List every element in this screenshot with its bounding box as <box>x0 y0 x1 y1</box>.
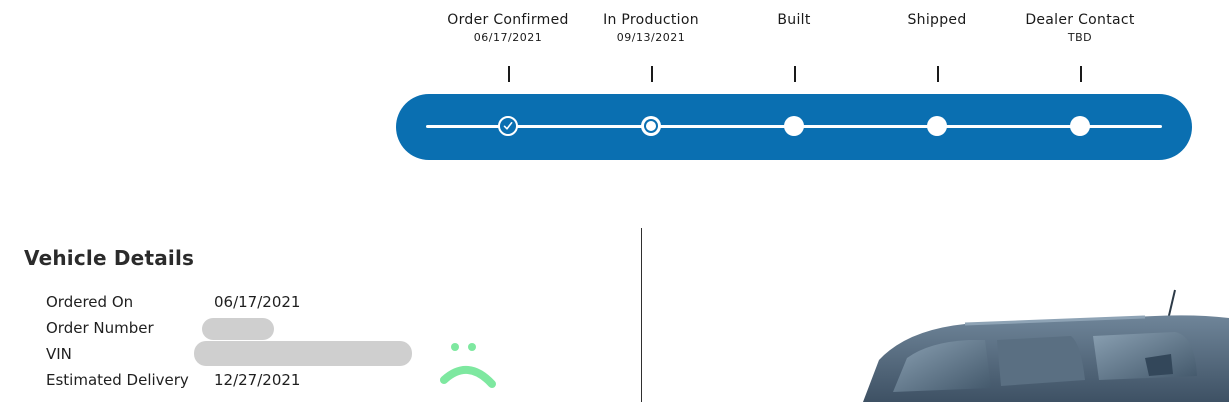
step-date: TBD <box>1067 31 1093 44</box>
order-status-tracker-labels: Order Confirmed 06/17/2021 In Production… <box>0 0 1229 90</box>
step-complete-check-icon <box>498 116 518 136</box>
detail-label: Order Number <box>46 319 154 337</box>
step-name: Order Confirmed <box>447 12 569 28</box>
detail-label: VIN <box>46 345 72 363</box>
section-divider <box>641 228 642 402</box>
step-dealer-contact: Dealer Contact TBD <box>1000 12 1160 44</box>
step-tick <box>794 66 796 82</box>
detail-value: 06/17/2021 <box>214 293 301 311</box>
redacted-vin <box>194 341 412 366</box>
detail-label: Estimated Delivery <box>46 371 189 389</box>
detail-label: Ordered On <box>46 293 134 311</box>
sad-face-icon <box>440 343 496 388</box>
step-date: 09/13/2021 <box>616 31 686 44</box>
step-tick <box>508 66 510 82</box>
step-date: 06/17/2021 <box>473 31 543 44</box>
detail-value: 12/27/2021 <box>214 371 301 389</box>
step-name: Shipped <box>907 12 967 28</box>
step-tick <box>1080 66 1082 82</box>
step-pending-dot-icon <box>927 116 947 136</box>
step-name: Dealer Contact <box>1025 12 1135 28</box>
vehicle-details-title: Vehicle Details <box>24 246 195 270</box>
step-current-indicator-icon <box>641 116 661 136</box>
order-progress-bar <box>396 94 1192 160</box>
vehicle-image <box>863 289 1229 402</box>
step-in-production: In Production 09/13/2021 <box>571 12 731 44</box>
step-pending-dot-icon <box>784 116 804 136</box>
redacted-order-number <box>202 318 274 340</box>
step-name: In Production <box>603 12 699 28</box>
step-order-confirmed: Order Confirmed 06/17/2021 <box>428 12 588 44</box>
step-tick <box>937 66 939 82</box>
step-built: Built <box>714 12 874 31</box>
step-tick <box>651 66 653 82</box>
step-pending-dot-icon <box>1070 116 1090 136</box>
step-shipped: Shipped <box>857 12 1017 31</box>
step-name: Built <box>777 12 811 28</box>
